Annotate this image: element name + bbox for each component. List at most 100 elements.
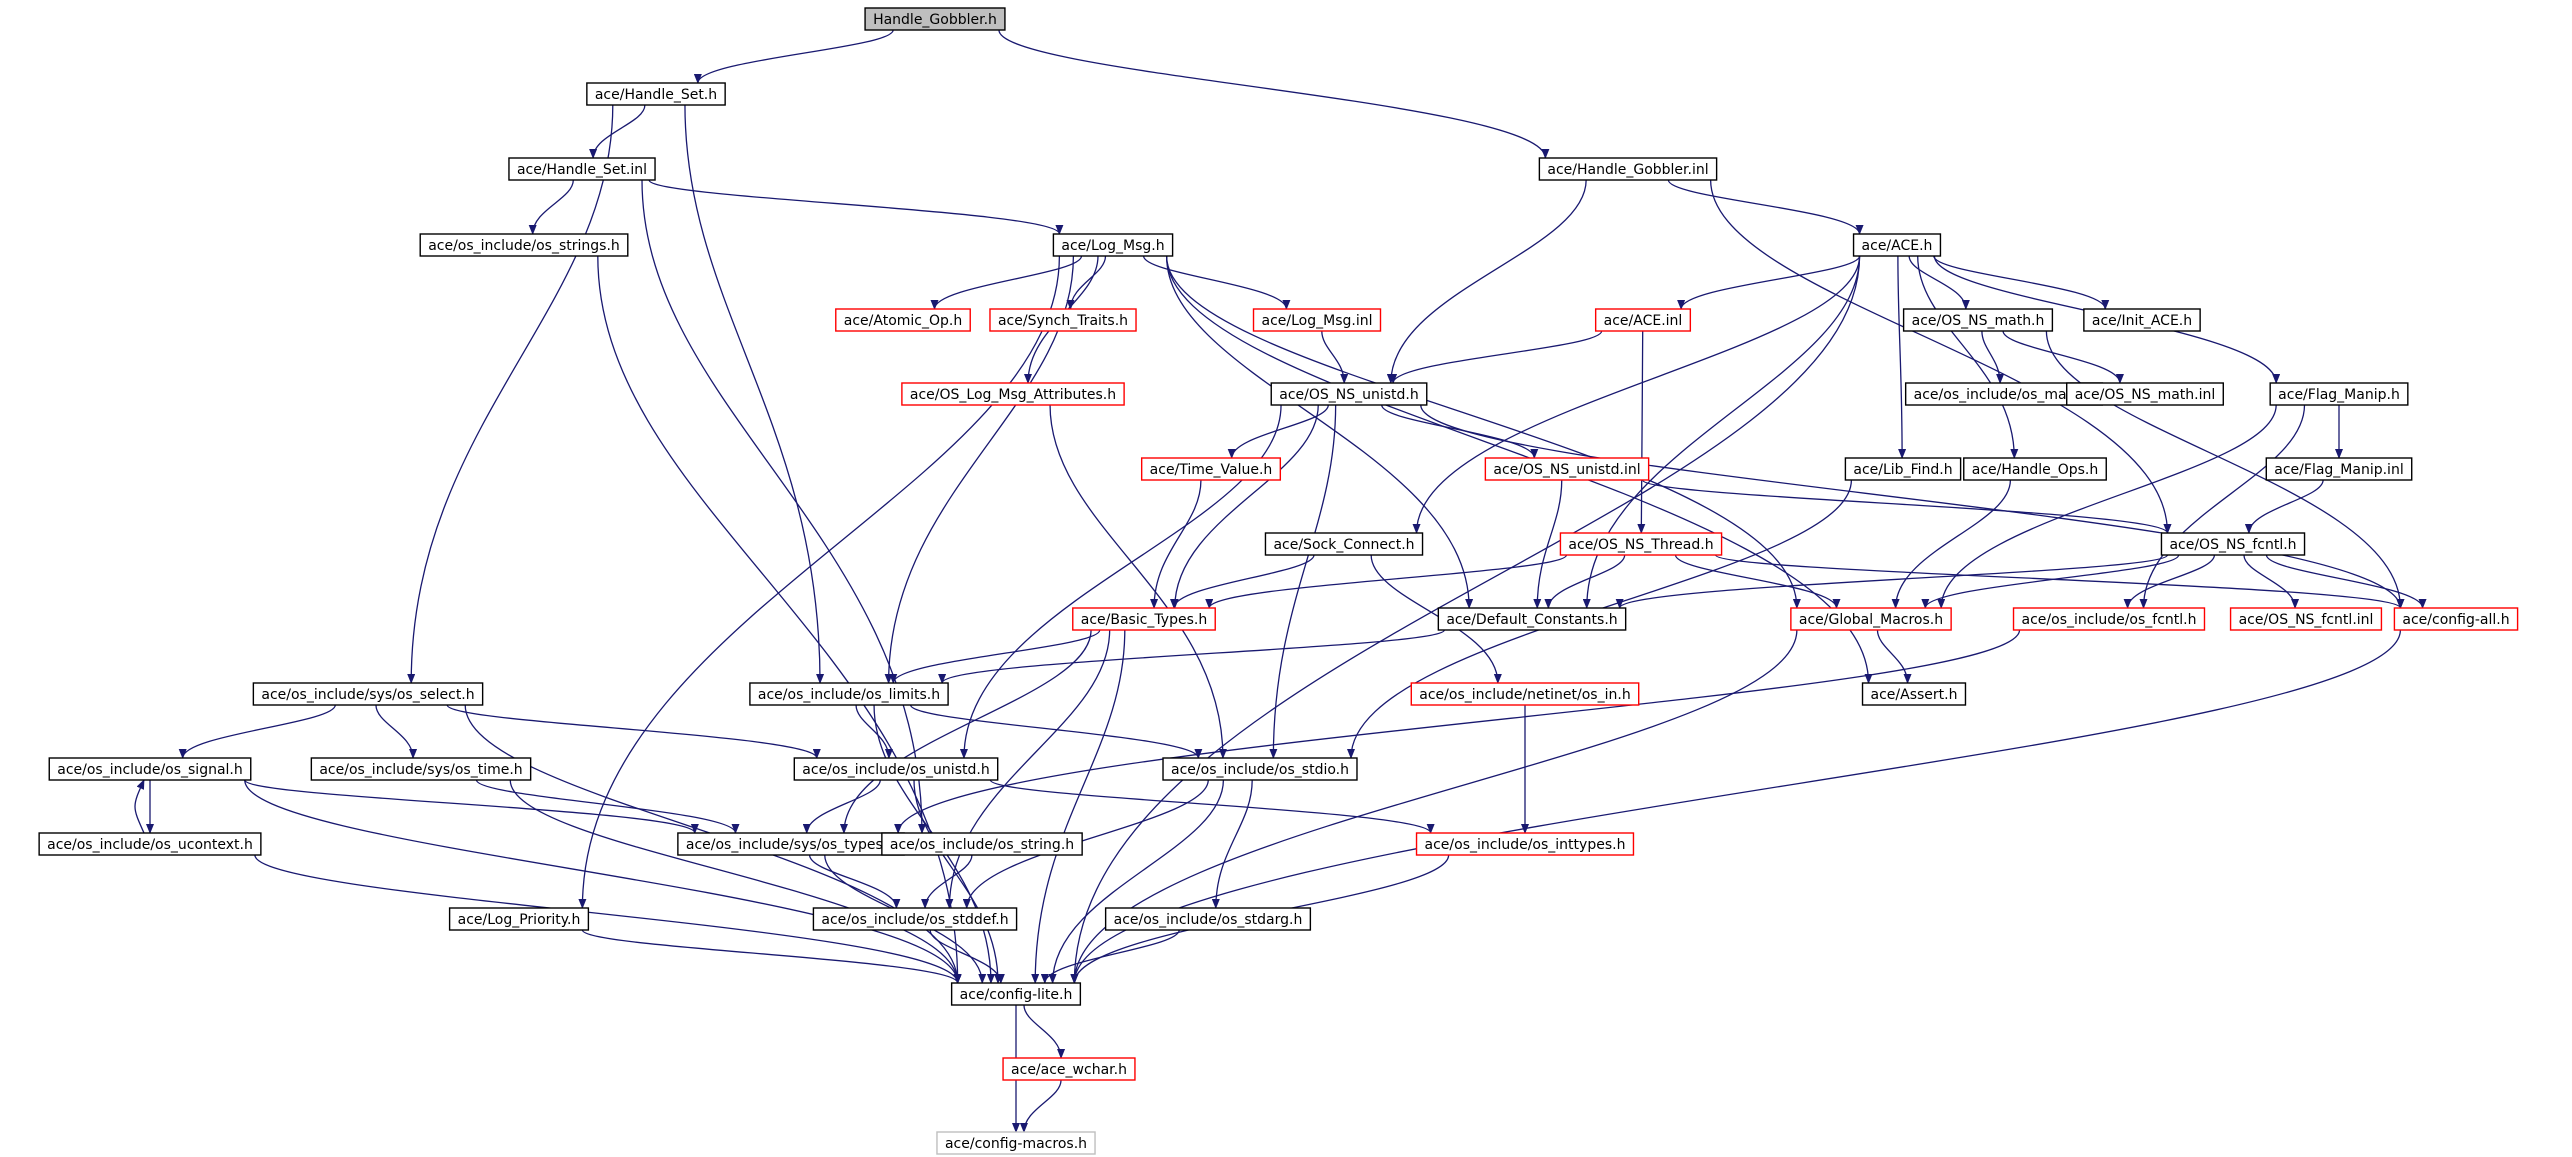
graph-node[interactable]: ace/os_include/os_string.h	[881, 832, 1083, 856]
node-box	[419, 233, 629, 257]
node-box	[2012, 607, 2206, 631]
graph-node[interactable]: ace/Handle_Ops.h	[1963, 457, 2107, 481]
graph-node[interactable]: ace/Sock_Connect.h	[1264, 532, 1424, 556]
dependency-edge	[578, 255, 1061, 909]
graph-node[interactable]: ace/ACE.h	[1852, 233, 1942, 257]
dependency-edge	[808, 854, 901, 909]
dependency-edge	[597, 255, 962, 984]
node-label: ace/OS_NS_Thread.h	[1568, 537, 1713, 553]
dependency-edge	[475, 779, 740, 834]
graph-node[interactable]: ace/config-lite.h	[950, 982, 1082, 1006]
node-label: ace/os_include/os_strings.h	[428, 238, 620, 254]
node-label: ace/Log_Msg.h	[1061, 238, 1164, 254]
graph-node[interactable]: ace/OS_NS_fcntl.h	[2160, 532, 2306, 556]
graph-node[interactable]: ace/OS_NS_unistd.h	[1270, 382, 1428, 406]
node-box	[901, 382, 1125, 406]
node-label: ace/os_include/os_stddef.h	[821, 912, 1008, 928]
graph-node[interactable]: ace/Synch_Traits.h	[989, 308, 1137, 332]
node-box	[2083, 308, 2201, 332]
graph-node[interactable]: ace/Atomic_Op.h	[835, 308, 971, 332]
node-box	[1963, 457, 2107, 481]
node-label: ace/os_include/os_stdarg.h	[1114, 912, 1303, 928]
graph-node[interactable]: ace/Log_Priority.h	[448, 907, 590, 931]
node-label: ace/os_include/os_limits.h	[758, 687, 940, 703]
dependency-edge	[938, 629, 1445, 684]
graph-node[interactable]: ace/Assert.h	[1861, 682, 1967, 706]
graph-node[interactable]: ace/Lib_Find.h	[1844, 457, 1962, 481]
graph-node[interactable]: ace/Init_ACE.h	[2083, 308, 2201, 332]
node-label: ace/OS_NS_fcntl.h	[2169, 537, 2296, 553]
graph-node[interactable]: ace/Handle_Gobbler.inl	[1538, 157, 1718, 181]
node-box	[950, 982, 1082, 1006]
nodes-layer: Handle_Gobbler.h ace/Handle_Set.h ace/Hand…	[38, 7, 2519, 1155]
graph-node[interactable]: ace/Basic_Types.h	[1072, 607, 1216, 631]
graph-node[interactable]: ace/OS_NS_Thread.h	[1559, 532, 1723, 556]
graph-node[interactable]: ace/os_include/os_ucontext.h	[38, 832, 262, 856]
node-label: ace/config-all.h	[2402, 612, 2509, 628]
graph-node[interactable]: ace/OS_Log_Msg_Attributes.h	[901, 382, 1125, 406]
node-box	[252, 682, 484, 706]
node-box	[1538, 157, 1718, 181]
graph-node[interactable]: ace/os_include/os_stdio.h	[1162, 757, 1358, 781]
dependency-edge	[244, 779, 699, 834]
graph-node[interactable]: ace/Handle_Set.inl	[508, 157, 656, 181]
graph-node[interactable]: ace/OS_NS_fcntl.inl	[2229, 607, 2383, 631]
node-box	[2269, 382, 2409, 406]
graph-node[interactable]: ace/os_include/sys/os_types.h	[677, 832, 905, 856]
graph-node[interactable]: ace/Flag_Manip.inl	[2265, 457, 2413, 481]
graph-node[interactable]: ace/os_include/os_stddef.h	[812, 907, 1018, 931]
node-label: ace/OS_NS_fcntl.inl	[2239, 612, 2374, 628]
graph-node[interactable]: ace/config-macros.h	[936, 1131, 1096, 1155]
dependency-edge	[1019, 1079, 1062, 1133]
graph-node[interactable]: ace/OS_NS_math.inl	[2066, 382, 2224, 406]
graph-node[interactable]: ace/Time_Value.h	[1140, 457, 1282, 481]
dependency-edge	[2045, 330, 2405, 609]
dependency-edge	[998, 29, 1550, 159]
node-box	[749, 682, 949, 706]
dependency-edge	[1615, 554, 2169, 609]
graph-node[interactable]: ace/os_include/os_fcntl.h	[2012, 607, 2206, 631]
graph-node[interactable]: Handle_Gobbler.h	[864, 7, 1006, 31]
graph-node[interactable]: ace/os_include/os_limits.h	[749, 682, 949, 706]
node-label: ace/os_include/os_stdio.h	[1171, 762, 1349, 778]
graph-node[interactable]: ace/config-all.h	[2393, 607, 2519, 631]
graph-node[interactable]: ace/os_include/os_stdarg.h	[1104, 907, 1312, 931]
graph-node[interactable]: ace/os_include/os_inttypes.h	[1415, 832, 1635, 856]
graph-node[interactable]: ace/Log_Msg.h	[1052, 233, 1174, 257]
dependency-edge	[1667, 179, 1864, 235]
graph-node[interactable]: ace/Global_Macros.h	[1790, 607, 1952, 631]
graph-node[interactable]: ace/os_include/os_strings.h	[419, 233, 629, 257]
node-label: ace/config-lite.h	[960, 987, 1073, 1003]
graph-node[interactable]: ace/OS_NS_unistd.inl	[1484, 457, 1650, 481]
graph-node[interactable]: ace/os_include/sys/os_time.h	[310, 757, 532, 781]
graph-node[interactable]: ace/ACE.inl	[1594, 308, 1692, 332]
dependency-edge	[1981, 330, 2005, 384]
graph-node[interactable]: ace/os_include/netinet/os_in.h	[1410, 682, 1640, 706]
node-box	[586, 82, 726, 106]
dependency-edge	[178, 704, 336, 759]
node-box	[936, 1131, 1096, 1155]
node-box	[1252, 308, 1382, 332]
dependency-edge	[802, 779, 881, 834]
dependency-edge	[1165, 255, 1474, 609]
dependency-edge	[1674, 554, 1841, 609]
graph-node[interactable]: ace/os_include/os_signal.h	[48, 757, 252, 781]
edges-layer	[134, 29, 2427, 1133]
dependency-edge	[1170, 404, 1319, 609]
dependency-edge	[1386, 179, 1587, 384]
graph-node[interactable]: ace/OS_NS_math.h	[1902, 308, 2054, 332]
node-box	[1140, 457, 1282, 481]
graph-node[interactable]: ace/Flag_Manip.h	[2269, 382, 2409, 406]
dependency-edge	[945, 629, 1111, 909]
dependency-edge	[1150, 479, 1202, 609]
graph-node[interactable]: ace/os_include/sys/os_select.h	[252, 682, 484, 706]
graph-node[interactable]: ace/Handle_Set.h	[586, 82, 726, 106]
graph-node[interactable]: ace/Default_Constants.h	[1437, 607, 1627, 631]
node-label: ace/Init_ACE.h	[2092, 313, 2192, 329]
graph-node[interactable]: ace/os_include/os_unistd.h	[793, 757, 999, 781]
node-label: ace/Atomic_Op.h	[844, 313, 962, 329]
node-label: ace/ACE.h	[1862, 238, 1933, 254]
dependency-edge	[641, 179, 926, 834]
graph-node[interactable]: ace/Log_Msg.inl	[1252, 308, 1382, 332]
graph-node[interactable]: ace/ace_wchar.h	[1002, 1057, 1136, 1081]
